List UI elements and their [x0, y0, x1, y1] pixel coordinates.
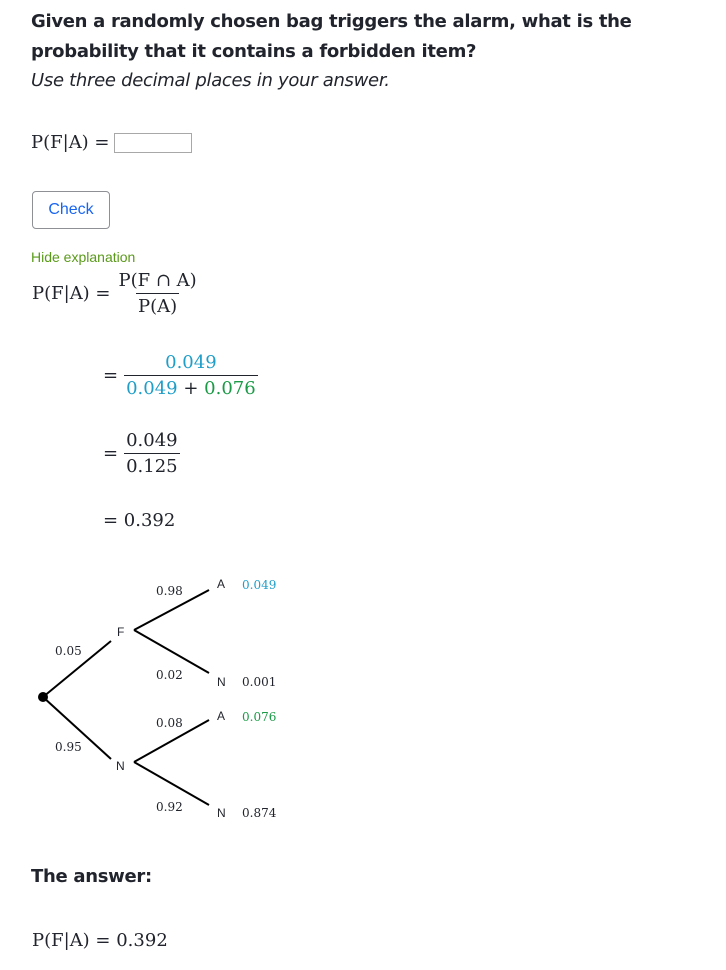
prob-n-n: 0.92	[156, 800, 183, 814]
step3-fraction: 0.049 0.125	[124, 430, 180, 477]
instruction-text: Use three decimal places in your answer.	[31, 70, 390, 91]
answer-heading: The answer:	[31, 866, 152, 887]
probability-tree: 0.05 0.95 F N 0.98 0.02 0.08 0.92 A N A …	[38, 577, 277, 820]
step2-den-b: 0.076	[204, 378, 256, 399]
node-label-n-n: N	[217, 806, 226, 820]
explanation-step-2: = 0.049 0.049 + 0.076	[103, 352, 258, 399]
step1-denominator: P(A)	[136, 293, 180, 317]
answer-input[interactable]	[113, 132, 192, 153]
branch-f-n	[133, 629, 210, 674]
explanation-step-4: = 0.392	[103, 510, 176, 531]
branch-root-f	[42, 640, 112, 698]
branch-root-n	[42, 696, 112, 760]
question-text: Given a randomly chosen bag triggers the…	[31, 11, 632, 62]
joint-n-a: 0.076	[242, 710, 276, 724]
branch-n-n	[133, 761, 210, 806]
explanation-step-3: = 0.049 0.125	[103, 430, 180, 477]
step2-denominator: 0.049 + 0.076	[124, 375, 258, 399]
prob-f-n: 0.02	[156, 668, 183, 682]
step2-equals: =	[103, 365, 119, 386]
step2-fraction: 0.049 0.049 + 0.076	[124, 352, 258, 399]
prob-f-a: 0.98	[156, 584, 183, 598]
joint-f-n: 0.001	[242, 675, 276, 689]
node-label-n: N	[116, 759, 125, 773]
step1-lhs: P(F|A) =	[32, 283, 111, 304]
answer-lhs: P(F|A) =	[31, 132, 110, 153]
step1-fraction: P(F ∩ A) P(A)	[117, 270, 199, 317]
step2-den-a: 0.049	[126, 378, 178, 399]
joint-f-a: 0.049	[242, 578, 276, 592]
step3-denominator: 0.125	[124, 453, 180, 477]
node-label-n-a: A	[217, 709, 225, 723]
step2-den-plus: +	[177, 378, 205, 399]
final-answer: P(F|A) = 0.392	[32, 930, 168, 951]
prob-f: 0.05	[55, 644, 82, 658]
joint-n-n: 0.874	[242, 806, 277, 820]
step3-equals: =	[103, 443, 119, 464]
node-label-f-a: A	[217, 577, 225, 591]
branch-n-a	[133, 719, 210, 763]
explanation-step-1: P(F|A) = P(F ∩ A) P(A)	[32, 270, 199, 317]
node-label-f-n: N	[217, 675, 226, 689]
branch-f-a	[133, 589, 210, 631]
answer-row: P(F|A) =	[31, 132, 192, 153]
check-button[interactable]: Check	[32, 191, 110, 229]
node-label-f: F	[117, 625, 124, 639]
hide-explanation-link[interactable]: Hide explanation	[31, 249, 136, 265]
prob-n: 0.95	[55, 740, 82, 754]
step1-numerator: P(F ∩ A)	[118, 270, 197, 291]
tree-branches	[42, 589, 210, 806]
tree-root-node	[38, 692, 48, 702]
prob-n-a: 0.08	[156, 716, 183, 730]
step3-numerator: 0.049	[126, 430, 178, 451]
step2-numerator: 0.049	[165, 352, 217, 373]
